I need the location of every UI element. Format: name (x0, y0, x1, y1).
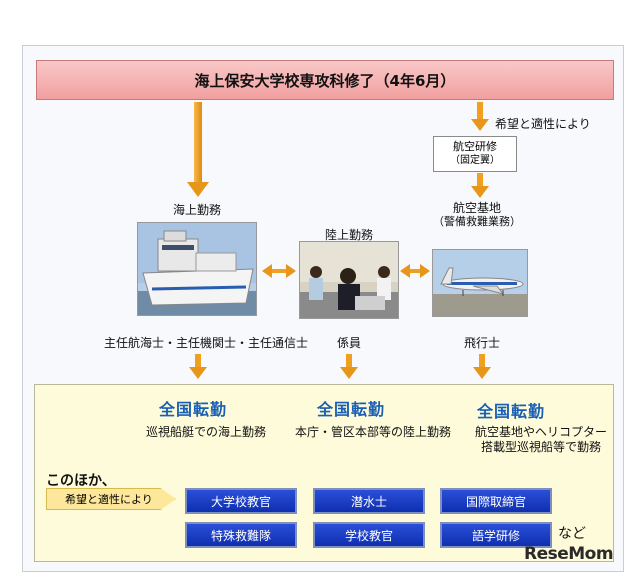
air-transfer-heading: 全国転勤 (476, 402, 546, 421)
career-option-label: 語学研修 (471, 528, 520, 543)
career-option-5: 語学研修 (440, 522, 552, 548)
career-option-1: 潜水士 (313, 488, 425, 514)
header-banner: 海上保安大学校専攻科修了（4年6月） (36, 60, 614, 100)
aviation-base-title: 航空基地 (452, 201, 502, 215)
land-role-label: 係員 (336, 336, 362, 350)
arrow-land-air (400, 264, 430, 278)
aviation-base-sub: （警備救難業務） (433, 215, 521, 228)
jet-photo (432, 249, 528, 317)
career-option-2: 国際取締官 (440, 488, 552, 514)
training-title: 航空研修 (453, 140, 497, 153)
career-option-3: 特殊救難隊 (185, 522, 297, 548)
arrow-land-transfer (340, 354, 358, 379)
others-intro: このほか、 (46, 473, 116, 489)
sea-transfer-heading: 全国転勤 (158, 400, 228, 419)
arrow-sea-transfer (189, 354, 207, 379)
career-option-label: 潜水士 (350, 494, 387, 509)
training-sub: （固定翼） (450, 155, 500, 166)
career-option-label: 特殊救難隊 (210, 528, 271, 543)
office-photo (299, 241, 399, 319)
air-role-label: 飛行士 (463, 336, 501, 350)
air-transfer-desc-2: 搭載型巡視船等で勤務 (480, 440, 602, 454)
arrow-sea-land (262, 264, 296, 278)
aviation-condition-label: 希望と適性により (495, 117, 591, 131)
aviation-training-box: 航空研修 （固定翼） (433, 136, 517, 172)
career-option-0: 大学校教官 (185, 488, 297, 514)
sea-duty-label: 海上勤務 (172, 203, 222, 217)
arrow-to-training (471, 102, 489, 131)
land-duty-label: 陸上勤務 (324, 228, 374, 242)
resemom-logo: ReseMom (524, 544, 614, 564)
career-option-label: 国際取締官 (465, 494, 526, 509)
arrow-air-transfer (473, 354, 491, 379)
others-condition-label: 希望と適性により (65, 493, 153, 506)
header-title: 海上保安大学校専攻科修了（4年6月） (194, 71, 456, 90)
patrol-ship-photo (137, 222, 257, 316)
career-option-label: 学校教官 (344, 528, 393, 543)
air-transfer-desc-1: 航空基地やヘリコプター (474, 425, 608, 439)
career-option-label: 大学校教官 (210, 494, 271, 509)
arrow-to-sea (187, 102, 209, 197)
others-condition-tag: 希望と適性により (46, 488, 176, 510)
sea-transfer-desc: 巡視船艇での海上勤務 (145, 425, 267, 439)
arrow-to-base (471, 173, 489, 198)
career-option-4: 学校教官 (313, 522, 425, 548)
sea-role-label: 主任航海士・主任機関士・主任通信士 (103, 336, 309, 350)
land-transfer-heading: 全国転勤 (316, 400, 386, 419)
others-suffix: など (558, 526, 586, 542)
land-transfer-desc: 本庁・管区本部等の陸上勤務 (294, 425, 452, 439)
